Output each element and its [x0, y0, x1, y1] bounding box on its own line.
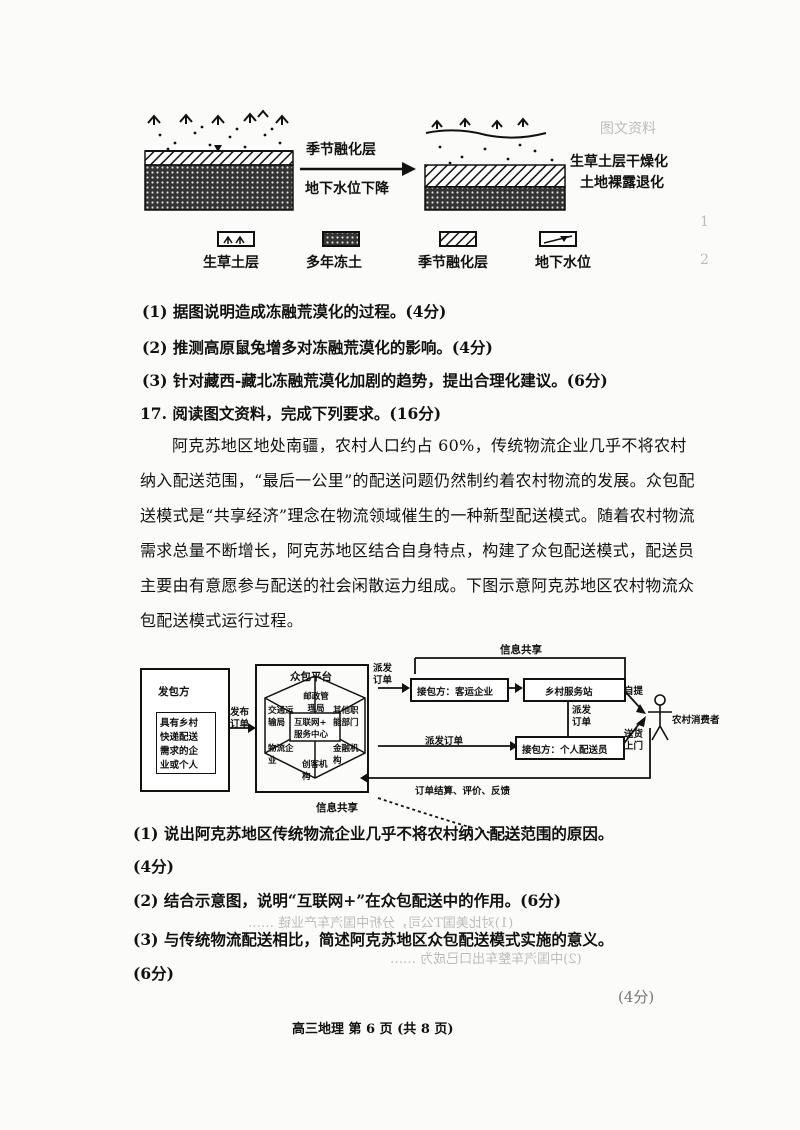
sender-inner-box: 具有乡村 快递配送 需求的企 业或个人: [156, 712, 216, 774]
legend-label: 多年冻土: [306, 255, 362, 271]
question-17-3-score: (6分): [133, 964, 174, 983]
service-station-box: 乡村服务站: [523, 678, 626, 702]
info-share-top: 信息共享: [500, 644, 542, 656]
arrow-label-bottom: 地下水位下降: [305, 181, 389, 197]
delivery-door-label: 送货: [624, 729, 644, 740]
sender-inner-line: 需求的企: [160, 746, 199, 757]
paragraph-line: 包配送模式运行过程。: [140, 611, 304, 630]
left-soil-profile: [144, 109, 294, 211]
dispatch-order-top: 订单: [373, 675, 393, 686]
bleed-text: (2)中国汽车整车出口已成为 ……: [390, 952, 582, 967]
platform-cell: 物流企业: [268, 744, 294, 766]
sender-inner-line: 快递配送: [160, 732, 199, 743]
legend-label: 季节融化层: [418, 255, 488, 271]
question-17-2: (2) 结合示意图，说明“互联网+”在众包配送中的作用。(6分): [133, 891, 562, 910]
question-16-1: (1) 据图说明造成冻融荒漠化的过程。(4分): [142, 302, 447, 321]
question-17-1-score: (4分): [133, 857, 174, 876]
bleed-text: 2: [700, 252, 709, 268]
question-16-3: (3) 针对藏西-藏北冻融荒漠化加剧的趋势，提出合理化建议。(6分): [142, 371, 608, 390]
platform-title: 众包平台: [290, 671, 332, 683]
paragraph-line: 纳入配送范围，“最后一公里”的配送问题仍然制约着农村物流的发展。众包配: [140, 471, 695, 490]
platform-cell: 交通运输局: [268, 706, 294, 728]
receiver-courier-label: 接包方：个人配送员: [522, 745, 608, 756]
platform-cell: 创客机构: [302, 760, 328, 782]
bleed-text: 图文资料: [600, 121, 656, 137]
platform-hexagon: [264, 675, 366, 779]
platform-cell: 其他职能部门: [333, 706, 359, 728]
paragraph-line: 送模式是“共享经济”理念在物流领域催生的一种新型配送模式。随着农村物流: [140, 506, 695, 525]
dispatch-order-mid: 派发: [572, 705, 592, 716]
platform-center: 服务中心: [294, 730, 329, 740]
page-footer: 高三地理 第 6 页 (共 8 页): [292, 1022, 454, 1037]
paragraph-line: 需求总量不断增长，阿克苏地区结合自身特点，构建了众包配送模式，配送员: [140, 541, 695, 560]
dispatch-order-mid: 订单: [572, 717, 592, 728]
paragraph-line: 阿克苏地区地处南疆，农村人口约占 60%，传统物流企业几乎不将农村: [172, 436, 687, 455]
platform-box: [255, 664, 369, 793]
receiver-passenger-label: 接包方：客运企业: [417, 687, 494, 698]
legend-label: 生草土层: [203, 255, 259, 271]
sender-inner-line: 业或个人: [160, 760, 199, 771]
question-17-heading: 17. 阅读图文资料，完成下列要求。(16分): [140, 404, 442, 423]
platform-cell: 金融机构: [333, 744, 359, 766]
feedback-label: 订单结算、评价、反馈: [415, 786, 511, 797]
right-label-2: 土地裸露退化: [580, 175, 664, 191]
legend-label: 地下水位: [535, 255, 591, 271]
dispatch-order-top: 派发: [373, 663, 393, 674]
right-soil-profile: [424, 117, 566, 211]
delivery-door-label: 上门: [624, 741, 644, 752]
sender-title: 发包方: [158, 686, 190, 698]
publish-order-label: 订单: [230, 719, 250, 730]
process-arrow: [300, 162, 416, 176]
receiver-passenger-box: 接包方：客运企业: [410, 678, 509, 702]
question-17-3: (3) 与传统物流配送相比，简述阿克苏地区众包配送模式实施的意义。: [133, 930, 614, 949]
legend-symbols: [217, 231, 577, 247]
receiver-courier-box: 接包方：个人配送员: [515, 736, 625, 760]
sender-box: 发包方 具有乡村 快递配送 需求的企 业或个人: [140, 668, 230, 792]
paragraph-line: 主要由有意愿参与配送的社会闲散运力组成。下图示意阿克苏地区农村物流众: [140, 576, 695, 595]
grass-layer: [147, 109, 289, 125]
info-share-bottom: 信息共享: [316, 802, 358, 814]
question-17-1: (1) 说出阿克苏地区传统物流企业几乎不将农村纳入配送范围的原因。: [133, 824, 614, 843]
arrow-label-top: 季节融化层: [306, 142, 376, 158]
bleed-text: 1: [700, 214, 709, 230]
sender-inner-line: 具有乡村: [160, 718, 199, 729]
question-16-2: (2) 推测高原鼠兔增多对冻融荒漠化的影响。(4分): [142, 338, 493, 357]
service-station-label: 乡村服务站: [545, 687, 593, 698]
dispatch-order-bottom: 派发订单: [425, 736, 464, 747]
platform-center: 互联网+: [294, 718, 327, 728]
self-pickup-label: 自提: [624, 686, 644, 697]
platform-cell: 邮政管理局: [303, 692, 329, 714]
consumer-icon: [648, 694, 672, 741]
bleed-score: (4分): [618, 988, 655, 1006]
question-17-paragraph: 阿克苏地区地处南疆，农村人口约占 60%，传统物流企业几乎不将农村 纳入配送范围…: [140, 428, 700, 638]
right-label-1: 生草土层干燥化: [570, 154, 668, 170]
flow-lines: [230, 657, 672, 838]
permafrost-diagram: [144, 109, 577, 247]
publish-order-label: 发布: [230, 707, 250, 718]
consumer-label: 农村消费者: [672, 715, 720, 726]
